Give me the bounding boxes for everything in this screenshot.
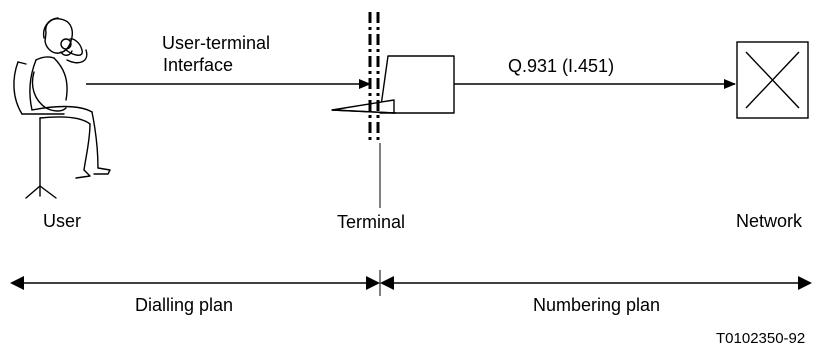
interface-label-line2: Interface [162,55,234,75]
network-label: Network [736,211,803,231]
figure-code: T0102350-92 [716,330,806,347]
user-label: User [43,211,82,231]
dialling-plan-label: Dialling plan [135,295,234,315]
interface-boundary [368,12,380,143]
terminal-label: Terminal [337,212,406,232]
network-exchange-icon [736,41,809,119]
numbering-plan-label: Numbering plan [533,295,661,315]
interface-label-line1: User-terminal [161,33,271,53]
protocol-label: Q.931 (I.451) [508,56,615,76]
interface-label: User-terminal Interface [132,32,300,76]
dialling-plan-arrow [10,276,380,290]
user-figure-icon [13,17,111,199]
numbering-plan-arrow [380,276,812,290]
